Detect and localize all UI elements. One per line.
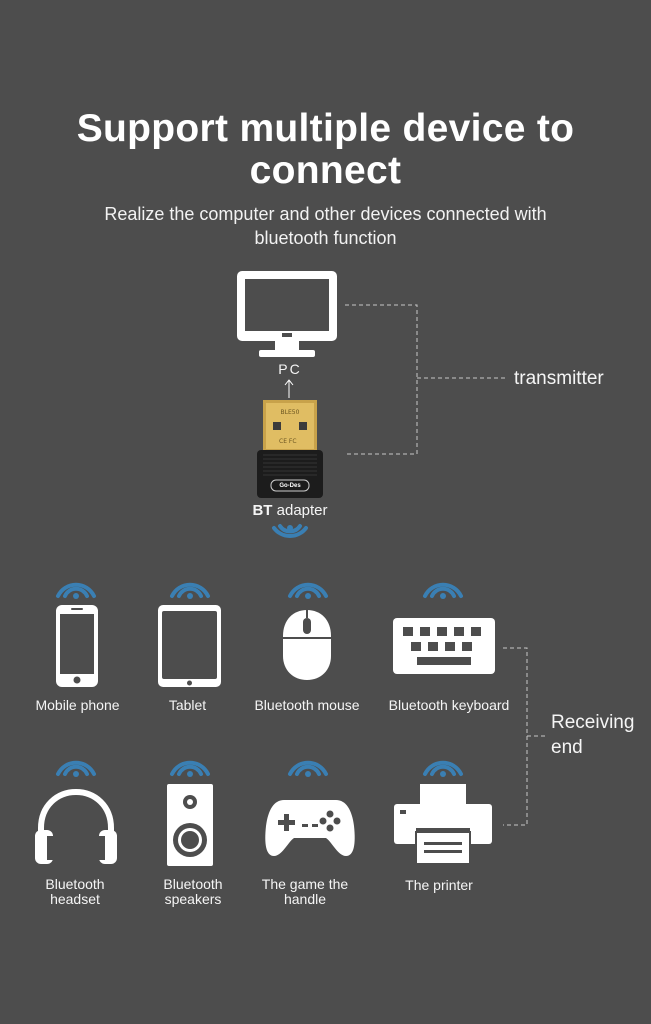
printer-label-line-1: The printer <box>405 877 473 893</box>
tablet-signal-icon <box>170 582 210 599</box>
bt-adapter-icon: BLE50 CE FC <box>257 400 323 500</box>
speaker-signal-icon <box>170 760 210 777</box>
arrow-up-icon <box>284 379 294 398</box>
gamepad-label-line-1: The game the <box>261 876 349 892</box>
printer-signal-icon <box>423 760 463 777</box>
speaker-label-line-2: speakers <box>164 891 222 907</box>
monitor-icon <box>237 271 337 359</box>
printer-icon <box>394 784 492 865</box>
title-line-1: Support multiple device to <box>76 107 575 150</box>
headset-label-line-1: Bluetooth <box>45 876 105 892</box>
mobile-phone-label: Mobile phone <box>35 697 120 713</box>
transmitter-bracket <box>345 304 418 455</box>
page-subtitle: Realize the computer and other devices c… <box>60 202 591 250</box>
mouse-icon <box>283 610 331 680</box>
keyboard-icon <box>393 618 495 674</box>
receiving-label-line-1: Receiving <box>551 712 635 733</box>
receiving-label: Receiving end <box>551 710 634 760</box>
speaker-icon <box>167 784 213 866</box>
pc-label: PC <box>278 361 302 377</box>
printer-label: The printer <box>389 878 489 893</box>
keyboard-label: Bluetooth keyboard <box>388 697 510 713</box>
adapter-brand: Go-Des <box>279 483 301 489</box>
tablet-label: Tablet <box>168 697 207 713</box>
receiving-label-line-2: end <box>551 737 583 758</box>
bt-adapter-label-rest: adapter <box>272 502 328 519</box>
mouse-signal-icon <box>288 582 328 599</box>
gamepad-icon <box>265 796 355 858</box>
receiving-bracket <box>503 647 528 826</box>
adapter-signal-icon <box>272 524 308 538</box>
transmitter-label: transmitter <box>514 368 604 389</box>
headset-label-line-2: headset <box>50 891 100 907</box>
mouse-label: Bluetooth mouse <box>254 697 360 713</box>
mobile-phone-icon <box>56 605 98 687</box>
headset-signal-icon <box>56 760 96 777</box>
title-line-2: connect <box>249 149 402 192</box>
keyboard-signal-icon <box>423 582 463 599</box>
svg-text:BLE50: BLE50 <box>281 409 300 416</box>
speaker-label-line-1: Bluetooth <box>163 876 223 892</box>
mobile-signal-icon <box>56 582 96 599</box>
gamepad-signal-icon <box>288 760 328 777</box>
gamepad-label: The game the handle <box>250 877 360 907</box>
headset-label: Bluetooth headset <box>25 877 125 907</box>
headset-icon <box>35 788 117 864</box>
tablet-icon <box>158 605 221 687</box>
gamepad-label-line-2: handle <box>283 891 327 907</box>
subtitle-line-2: bluetooth function <box>254 228 397 248</box>
page-title: Support multiple device to connect <box>0 108 651 192</box>
speaker-label: Bluetooth speakers <box>143 877 243 907</box>
bt-adapter-label: BT adapter <box>230 503 350 519</box>
svg-text:CE FC: CE FC <box>279 438 297 445</box>
subtitle-line-1: Realize the computer and other devices c… <box>104 204 547 224</box>
bt-adapter-label-bold: BT <box>252 502 273 519</box>
